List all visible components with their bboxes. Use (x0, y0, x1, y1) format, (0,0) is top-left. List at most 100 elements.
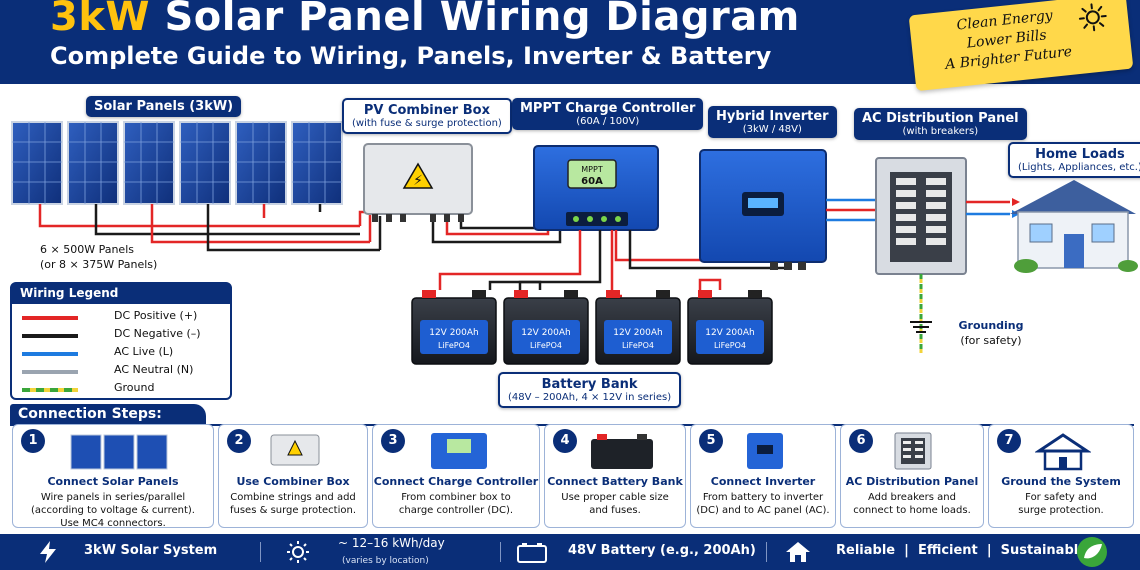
battery-label-line-2: LiFePO4 (530, 341, 562, 350)
footer-tagline-text: Reliable | Efficient | Sustainable (836, 543, 1088, 558)
solar-panel-icon (70, 434, 168, 470)
leaf-icon (1077, 537, 1107, 567)
inverter-to-ac-panel-wiring (826, 198, 876, 222)
legend-item: Ground (22, 380, 222, 398)
legend-title: Wiring Legend (12, 284, 230, 304)
page-title: 3kW Solar Panel Wiring Diagram (50, 0, 800, 40)
ac-panel-title: AC Distribution Panel (862, 111, 1019, 126)
slogan-sticker: Clean Energy Lower Bills A Brighter Futu… (908, 0, 1134, 92)
battery-bank-label: Battery Bank (48V – 200Ah, 4 × 12V in se… (498, 372, 682, 408)
inverter-label: Hybrid Inverter (3kW / 48V) (708, 106, 837, 138)
battery-label-line-2: LiFePO4 (714, 341, 746, 350)
step-description: For safety and surge protection. (1018, 492, 1104, 516)
step-description: Wire panels in series/parallel (accordin… (31, 492, 195, 529)
battery-label-line-1: 12V 200Ah (705, 328, 755, 338)
step-title: Connect Charge Controller (373, 475, 539, 488)
title-text: Solar Panel Wiring Diagram (164, 0, 800, 40)
footer-divider (260, 542, 261, 562)
solar-panel (123, 121, 175, 205)
home-loads-subtitle: (Lights, Appliances, etc.) (1018, 162, 1140, 173)
controller-display-line-1: MPPT (581, 165, 603, 174)
solar-panel (179, 121, 231, 205)
step-description: From combiner box to charge controller (… (398, 492, 514, 516)
ac-panel-drawing (875, 157, 967, 275)
footer-divider (766, 542, 767, 562)
solar-panels-label: Solar Panels (3kW) (86, 96, 242, 117)
legend-item: AC Live (L) (22, 344, 222, 362)
step-card: 6 AC Distribution Panel Add breakers and… (840, 424, 984, 528)
charge-controller-drawing: MPPT 60A (533, 145, 659, 231)
breaker-panel-icon (894, 432, 932, 470)
step-description: Combine strings and add fuses & surge pr… (229, 492, 356, 516)
combiner-box-subtitle: (with fuse & surge protection) (352, 118, 502, 129)
ac-panel-subtitle: (with breakers) (902, 126, 979, 137)
legend-label: Ground (114, 381, 155, 394)
home-loads-title: Home Loads (1035, 147, 1125, 162)
step-card: 5 Connect Inverter From battery to inver… (690, 424, 836, 528)
battery-bank-subtitle: (48V – 200Ah, 4 × 12V in series) (508, 392, 672, 403)
inverter-title: Hybrid Inverter (716, 109, 829, 124)
panel-wiring (38, 204, 382, 252)
step-description: Use proper cable size and fuses. (561, 492, 669, 516)
combiner-box-drawing: ⚡ (363, 143, 473, 222)
step-number: 6 (849, 429, 873, 453)
controller-display-line-2: 60A (581, 176, 603, 187)
legend-swatch-ac-live (22, 352, 78, 356)
step-title: Ground the System (1001, 475, 1121, 488)
legend-label: AC Neutral (N) (114, 363, 194, 376)
step-number: 5 (699, 429, 723, 453)
step-card: 1 Connect Solar Panels Wire panels in se… (12, 424, 214, 529)
grounding-subtitle: (for safety) (960, 334, 1022, 347)
battery-label-line-1: 12V 200Ah (429, 328, 479, 338)
legend-swatch-dc-negative (22, 334, 78, 338)
solar-panels-title: Solar Panels (3kW) (94, 99, 234, 114)
footer-production-note: (varies by location) (342, 556, 429, 566)
step-title: Use Combiner Box (236, 475, 350, 488)
ground-symbol-icon (910, 321, 932, 333)
step-title: Connect Inverter (710, 475, 816, 488)
legend-swatch-dc-positive (22, 316, 78, 320)
battery: 12V 200Ah LiFePO4 (595, 290, 681, 365)
title-accent: 3kW (50, 0, 151, 40)
charge-controller-icon (431, 433, 487, 469)
footer-tagline: Reliable | Efficient | Sustainable (784, 534, 1114, 570)
footer-production-text: ~ 12–16 kWh/day (338, 536, 445, 550)
legend-label: DC Negative (–) (114, 327, 201, 340)
battery-icon (517, 543, 547, 563)
battery-label-line-2: LiFePO4 (438, 341, 470, 350)
battery-label-line-1: 12V 200Ah (613, 328, 663, 338)
step-title: AC Distribution Panel (845, 475, 979, 488)
solar-panel (11, 121, 63, 205)
inverter-drawing (699, 149, 827, 270)
legend-swatch-ac-neutral (22, 370, 78, 374)
lightning-icon (40, 541, 56, 563)
charge-controller-label: MPPT Charge Controller (60A / 100V) (512, 98, 704, 130)
wiring-legend: Wiring Legend DC Positive (+) DC Negativ… (10, 282, 232, 400)
legend-swatch-ground (22, 388, 78, 392)
battery-label-line-1: 12V 200Ah (521, 328, 571, 338)
step-card: 4 Connect Battery Bank Use proper cable … (544, 424, 686, 528)
solar-panel (291, 121, 343, 205)
slogan-text: Clean Energy Lower Bills A Brighter Futu… (929, 4, 1084, 76)
solar-panel (67, 121, 119, 205)
svg-text:⚡: ⚡ (413, 173, 423, 189)
battery-bank-drawing: 12V 200Ah LiFePO4 12V 200Ah LiFePO4 12V … (411, 290, 773, 365)
step-number: 7 (997, 429, 1021, 453)
step-title: Connect Battery Bank (547, 475, 683, 488)
step-card: 7 Ground the System For safety and surge… (988, 424, 1134, 528)
page-subtitle: Complete Guide to Wiring, Panels, Invert… (50, 42, 772, 70)
step-number: 4 (553, 429, 577, 453)
charge-controller-title: MPPT Charge Controller (520, 101, 696, 116)
step-card: 3 Connect Charge Controller From combine… (372, 424, 540, 528)
battery: 12V 200Ah LiFePO4 (687, 290, 773, 365)
sun-icon (287, 541, 309, 563)
house-icon (1035, 433, 1091, 471)
step-card: 2 Use Combiner Box Combine strings and a… (218, 424, 368, 528)
charge-controller-subtitle: (60A / 100V) (576, 116, 640, 127)
solar-panel (235, 121, 287, 205)
header-banner: 3kW Solar Panel Wiring Diagram Complete … (0, 0, 1140, 92)
battery-bank-title: Battery Bank (541, 377, 638, 392)
footer-system: 3kW Solar System (36, 534, 256, 570)
legend-item: DC Negative (–) (22, 326, 222, 344)
ground-wiring (910, 274, 932, 354)
